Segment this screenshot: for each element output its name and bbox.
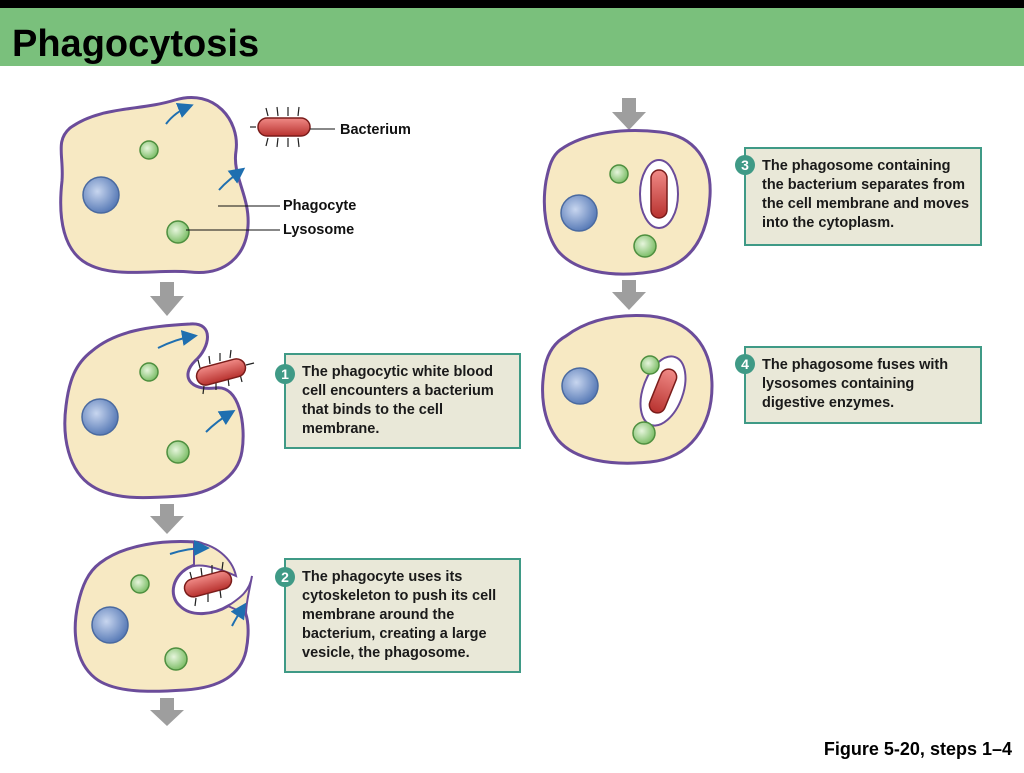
cell-initial	[59, 96, 280, 274]
cell-step-3	[542, 129, 712, 276]
lysosome	[166, 440, 190, 464]
step-2-badge: 2	[275, 567, 295, 587]
lysosome	[166, 220, 190, 244]
movement-arrow	[230, 602, 247, 627]
movement-arrow	[218, 167, 246, 191]
bacterium	[257, 117, 311, 137]
flow-arrow	[612, 280, 646, 310]
bacterium-legend	[250, 106, 335, 148]
phagocyte-cell	[63, 322, 245, 500]
lysosome	[640, 355, 660, 375]
lysosome	[130, 574, 150, 594]
nucleus	[82, 176, 120, 214]
lysosome	[609, 164, 629, 184]
nucleus	[81, 398, 119, 436]
flow-arrow	[612, 98, 646, 130]
label-phagocyte: Phagocyte	[283, 198, 357, 214]
cell-step-4	[541, 314, 714, 465]
step-3-callout: The phagosome containing the bacterium s…	[744, 147, 982, 246]
title-bar: Phagocytosis	[0, 8, 1024, 66]
top-border	[0, 0, 1024, 8]
cell-step-1	[63, 322, 255, 500]
movement-arrow	[157, 330, 198, 349]
bacterium	[648, 368, 678, 414]
bacterium	[183, 570, 233, 598]
step-1-text: The phagocytic white blood cell encounte…	[302, 364, 494, 437]
bacterium	[650, 169, 668, 219]
step-4-badge: 4	[735, 354, 755, 374]
phagocyte-cell	[541, 314, 714, 465]
lysosome	[164, 647, 188, 671]
diagram-canvas	[59, 96, 714, 726]
step-3-badge: 3	[735, 155, 755, 175]
nucleus	[561, 367, 599, 405]
step-1-callout: The phagocytic white blood cell encounte…	[284, 353, 521, 449]
movement-arrow	[165, 103, 194, 125]
lysosome	[139, 140, 159, 160]
lysosome	[632, 421, 656, 445]
figure-caption: Figure 5-20, steps 1–4	[823, 739, 1012, 759]
step-3-text: The phagosome containing the bacterium s…	[762, 158, 970, 231]
flow-arrow	[150, 282, 184, 316]
step-2-text: The phagocyte uses its cytoskeleton to p…	[302, 569, 497, 661]
flow-arrow	[150, 698, 184, 726]
phagocytosis-diagram: Bacterium Phagocyte Lysosome The phagocy…	[0, 66, 1024, 768]
flow-arrow	[150, 504, 184, 534]
label-bacterium: Bacterium	[340, 122, 411, 138]
step-4-text: The phagosome fuses with lysosomes conta…	[762, 357, 949, 411]
step-1-badge: 1	[275, 364, 295, 384]
label-lysosome: Lysosome	[283, 222, 355, 238]
nucleus	[91, 606, 129, 644]
cell-step-2	[73, 540, 253, 693]
slide-title: Phagocytosis	[12, 23, 260, 65]
movement-arrow	[205, 409, 236, 433]
bacterium	[195, 358, 247, 386]
lysosome	[139, 362, 159, 382]
movement-arrow	[169, 540, 210, 557]
pseudopod	[193, 540, 238, 578]
step-2-callout: The phagocyte uses its cytoskeleton to p…	[284, 558, 521, 673]
phagocyte-cell	[59, 96, 250, 274]
lysosome	[633, 234, 657, 258]
step-4-callout: The phagosome fuses with lysosomes conta…	[744, 346, 982, 424]
nucleus	[560, 194, 598, 232]
